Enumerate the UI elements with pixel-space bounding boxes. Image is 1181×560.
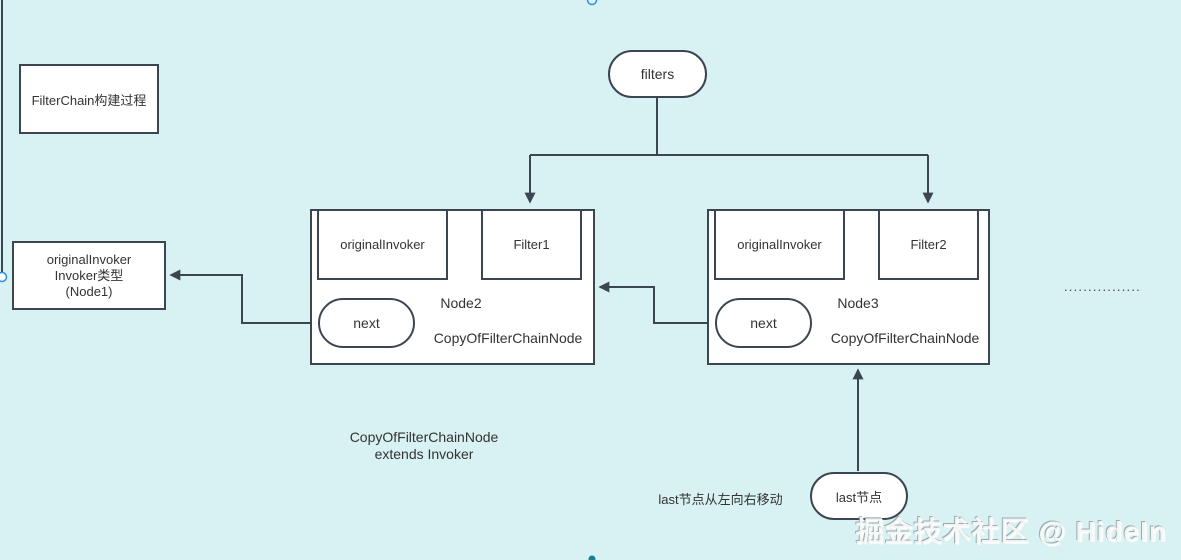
title-box-label: FilterChain构建过程 <box>31 92 147 108</box>
last-move-note[interactable]: last节点从左向右移动 <box>658 492 783 507</box>
node2-name-label: Node2 <box>440 295 482 311</box>
node3-next-label: next <box>750 315 777 331</box>
node1-box[interactable]: originalInvoker Invoker类型 (Node1) <box>12 241 166 310</box>
node2-original-invoker-label: originalInvoker <box>340 237 425 252</box>
node3-container[interactable]: originalInvoker Filter2 next Node3 CopyO… <box>707 209 990 365</box>
continuation-ellipsis: ................ <box>1064 279 1141 294</box>
node2-original-invoker-box[interactable]: originalInvoker <box>317 209 448 280</box>
node2-class-label: CopyOfFilterChainNode <box>433 330 583 346</box>
node3-original-invoker-label: originalInvoker <box>737 237 822 252</box>
extends-note-line2: extends Invoker <box>374 446 474 462</box>
node3-name-label: Node3 <box>837 295 879 311</box>
node1-line2: Invoker类型 <box>54 267 124 283</box>
node1-line3: (Node1) <box>65 283 113 299</box>
node2-next-pill[interactable]: next <box>318 298 415 348</box>
extends-note-line1: CopyOfFilterChainNode <box>349 429 499 445</box>
node2-filter1-label: Filter1 <box>513 237 550 252</box>
node2-container[interactable]: originalInvoker Filter1 next Node2 CopyO… <box>310 209 595 365</box>
connection-handle-bottom[interactable] <box>588 555 596 560</box>
node1-line1: originalInvoker <box>46 251 132 267</box>
node3-original-invoker-box[interactable]: originalInvoker <box>714 209 845 280</box>
title-box[interactable]: FilterChain构建过程 <box>19 64 159 134</box>
node3-filter2-box[interactable]: Filter2 <box>878 209 979 280</box>
node3-filter2-label: Filter2 <box>910 237 947 252</box>
connector-filters-tree <box>530 98 928 156</box>
filters-node[interactable]: filters <box>608 50 707 98</box>
last-node[interactable]: last节点 <box>810 472 908 520</box>
arrow-node3-next-to-node2 <box>598 281 713 324</box>
last-node-label: last节点 <box>835 489 883 505</box>
watermark: 掘金技术社区 @ HideIn <box>855 516 1167 547</box>
connection-handle-top[interactable] <box>586 0 598 6</box>
node2-next-label: next <box>353 315 380 331</box>
node3-class-label: CopyOfFilterChainNode <box>830 330 980 346</box>
node3-next-pill[interactable]: next <box>715 298 812 348</box>
connection-handle-left[interactable] <box>0 271 8 283</box>
arrow-node2-next-to-node1 <box>169 269 318 324</box>
filters-node-label: filters <box>640 66 675 82</box>
extends-note[interactable]: CopyOfFilterChainNode extends Invoker <box>344 429 504 463</box>
node2-filter1-box[interactable]: Filter1 <box>481 209 582 280</box>
